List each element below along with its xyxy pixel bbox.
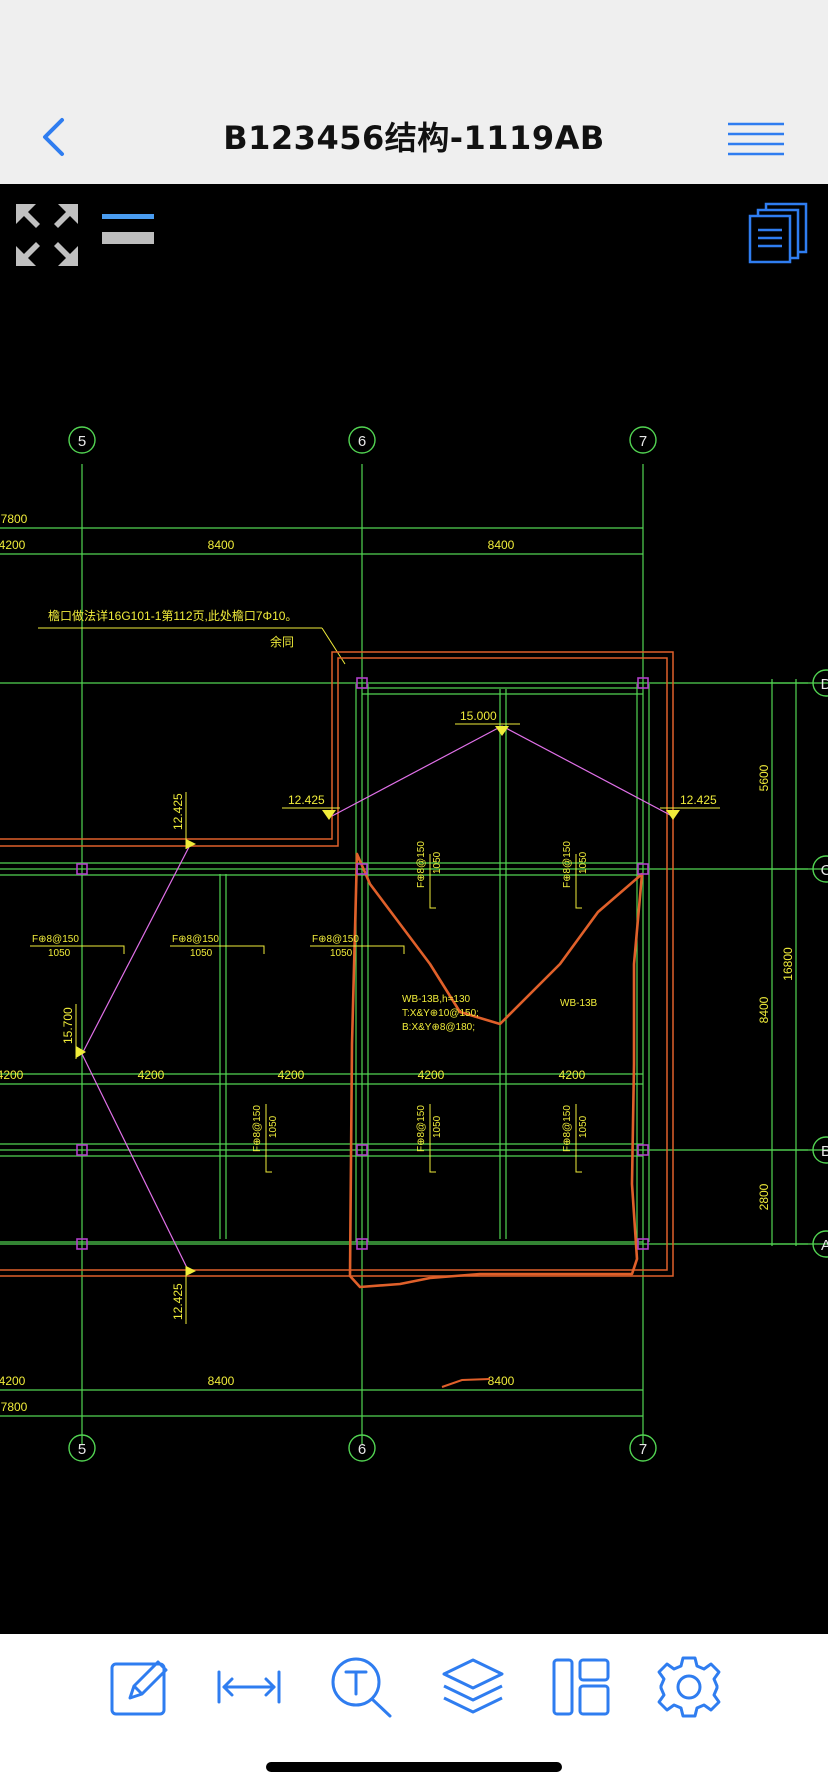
line-style-icon[interactable] [100, 212, 156, 244]
rebar-length-vertical: 1050 [268, 1115, 279, 1138]
dim-mid-1: 4200 [0, 1068, 24, 1082]
axis-label-5-bottom: 5 [78, 1441, 86, 1458]
expand-arrows-icon[interactable] [14, 202, 80, 268]
status-bar-area [0, 0, 828, 90]
dim-right-2: 8400 [757, 996, 771, 1023]
elevation-left-roof: 12.425 [288, 793, 325, 807]
axis-label-5-top: 5 [78, 433, 86, 450]
rebar-length-vertical: 1050 [578, 1115, 589, 1138]
elevation-lower-left: 12.425 [171, 1283, 185, 1320]
axis-label-c: C [821, 862, 828, 879]
dim-right-3: 2800 [757, 1183, 771, 1210]
elevation-left-ridge: 15.700 [61, 1007, 75, 1044]
axis-label-d: D [821, 676, 828, 693]
elevation-ridge: 15.000 [460, 709, 497, 723]
rebar-length: 1050 [330, 948, 353, 959]
settings-gear-icon[interactable] [656, 1654, 722, 1720]
dim-mid-2: 4200 [138, 1068, 165, 1082]
dim-bottom-left: 4200 [0, 1374, 26, 1388]
dim-top-overall: 7800 [1, 512, 28, 526]
elevation-right-roof: 12.425 [680, 793, 717, 807]
rebar-label: F⊕8@150 [312, 934, 359, 945]
dim-right-total: 16800 [781, 947, 795, 981]
rebar-length-vertical: 1050 [432, 851, 443, 874]
hamburger-menu-icon[interactable] [726, 120, 786, 160]
home-indicator [266, 1762, 562, 1772]
dim-bottom-overall: 7800 [1, 1400, 28, 1414]
layout-icon[interactable] [548, 1654, 614, 1720]
axis-label-7-bottom: 7 [639, 1441, 647, 1458]
bottom-toolbar [0, 1634, 828, 1792]
dim-mid-5: 4200 [559, 1068, 586, 1082]
rebar-label: F⊕8@150 [32, 934, 79, 945]
axis-label-6-bottom: 6 [358, 1441, 366, 1458]
cad-drawing[interactable]: 5 6 7 5 6 7 D C B A 7800 4200 8400 8400 … [0, 184, 828, 1634]
drawing-note: 檐口做法详16G101-1第112页,此处檐口7Φ10。 [48, 608, 297, 623]
cad-drawing-canvas[interactable]: 5 6 7 5 6 7 D C B A 7800 4200 8400 8400 … [0, 184, 828, 1634]
dim-top-1: 8400 [208, 538, 235, 552]
drawing-note-sub: 余同 [270, 634, 294, 649]
rebar-label-vertical: F⊕8@150 [416, 841, 427, 888]
dim-right-1: 5600 [757, 764, 771, 791]
dim-mid-4: 4200 [418, 1068, 445, 1082]
rebar-length: 1050 [190, 948, 213, 959]
rebar-length-vertical: 1050 [578, 851, 589, 874]
slab-label: WB-13B,h=130 [402, 994, 471, 1005]
layers-icon[interactable] [440, 1654, 506, 1720]
rebar-length: 1050 [48, 948, 71, 959]
rebar-label: F⊕8@150 [172, 934, 219, 945]
dim-top-left: 4200 [0, 538, 26, 552]
slab-label: B:X&Y⊕8@180; [402, 1022, 475, 1033]
slab-label: T:X&Y⊕10@150; [402, 1008, 479, 1019]
chevron-left-icon[interactable] [30, 112, 80, 162]
slab-label: WB-13B [560, 998, 598, 1009]
rebar-label-vertical: F⊕8@150 [562, 841, 573, 888]
edit-pencil-icon[interactable] [106, 1654, 172, 1720]
navigation-bar: B123456结构-1119AB [0, 90, 828, 184]
dim-top-2: 8400 [488, 538, 515, 552]
text-search-icon[interactable] [328, 1654, 394, 1720]
measure-distance-icon[interactable] [216, 1654, 282, 1720]
rebar-length-vertical: 1050 [432, 1115, 443, 1138]
dim-bottom-2: 8400 [488, 1374, 515, 1388]
dim-bottom-1: 8400 [208, 1374, 235, 1388]
page-title: B123456结构-1119AB [223, 119, 605, 157]
dim-mid-3: 4200 [278, 1068, 305, 1082]
axis-label-6-top: 6 [358, 433, 366, 450]
axis-label-b: B [821, 1143, 828, 1160]
axis-label-a: A [821, 1237, 828, 1254]
elevation-upper-left: 12.425 [171, 793, 185, 830]
rebar-label-vertical: F⊕8@150 [416, 1105, 427, 1152]
rebar-label-vertical: F⊕8@150 [562, 1105, 573, 1152]
axis-label-7-top: 7 [639, 433, 647, 450]
pages-stack-icon[interactable] [748, 202, 810, 264]
rebar-label-vertical: F⊕8@150 [252, 1105, 263, 1152]
